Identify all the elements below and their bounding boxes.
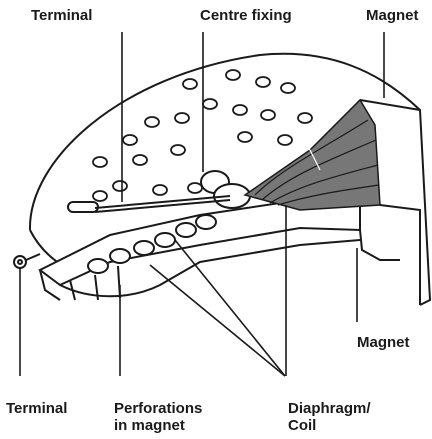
label-perforations-line1: Perforations	[114, 400, 202, 417]
label-perforations: Perforations in magnet	[114, 400, 202, 434]
label-magnet-top: Magnet	[366, 7, 419, 24]
magnet-cutaway-wall	[40, 200, 360, 300]
label-magnet-right: Magnet	[357, 334, 410, 351]
leader-coil	[175, 240, 285, 376]
label-terminal-top: Terminal	[31, 7, 92, 24]
label-diaphragm-line1: Diaphragm/	[288, 400, 371, 417]
label-terminal-bottom: Terminal	[6, 400, 67, 417]
label-diaphragm-line2: Coil	[288, 417, 371, 434]
bottom-terminal-eyelet	[14, 254, 40, 268]
label-diaphragm-coil: Diaphragm/ Coil	[288, 400, 371, 434]
leader-diaphragm	[150, 265, 285, 376]
label-centre-fixing: Centre fixing	[200, 7, 292, 24]
terminal-lead	[68, 196, 230, 212]
label-perforations-line2: in magnet	[114, 417, 202, 434]
